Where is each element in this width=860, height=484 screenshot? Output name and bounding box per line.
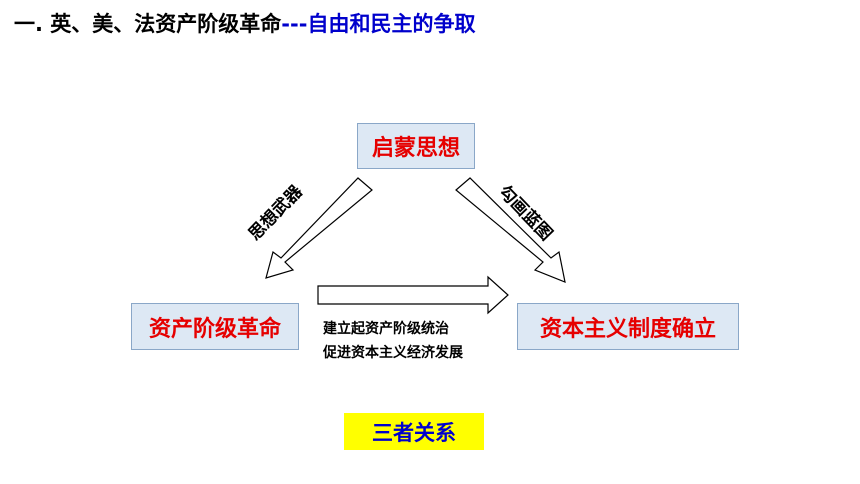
summary-badge: 三者关系: [344, 413, 484, 450]
title-part-2: ---自由和民主的争取: [281, 12, 476, 36]
middle-label-line-2: 促进资本主义经济发展: [323, 345, 463, 361]
arrow-enlightenment-to-revolution: [265, 177, 373, 279]
arrow-enlightenment-to-system: [455, 177, 566, 283]
node-enlightenment: 启蒙思想: [357, 123, 475, 169]
slide-title: 一. 英、美、法资产阶级革命---自由和民主的争取: [14, 8, 475, 38]
middle-label-line-1: 建立起资产阶级统治: [323, 321, 449, 337]
node-capitalist-system: 资本主义制度确立: [517, 303, 739, 350]
title-part-1: 一. 英、美、法资产阶级革命: [14, 12, 282, 36]
arrow-revolution-to-system: [317, 275, 509, 315]
node-bourgeois-revolution: 资产阶级革命: [131, 303, 299, 350]
